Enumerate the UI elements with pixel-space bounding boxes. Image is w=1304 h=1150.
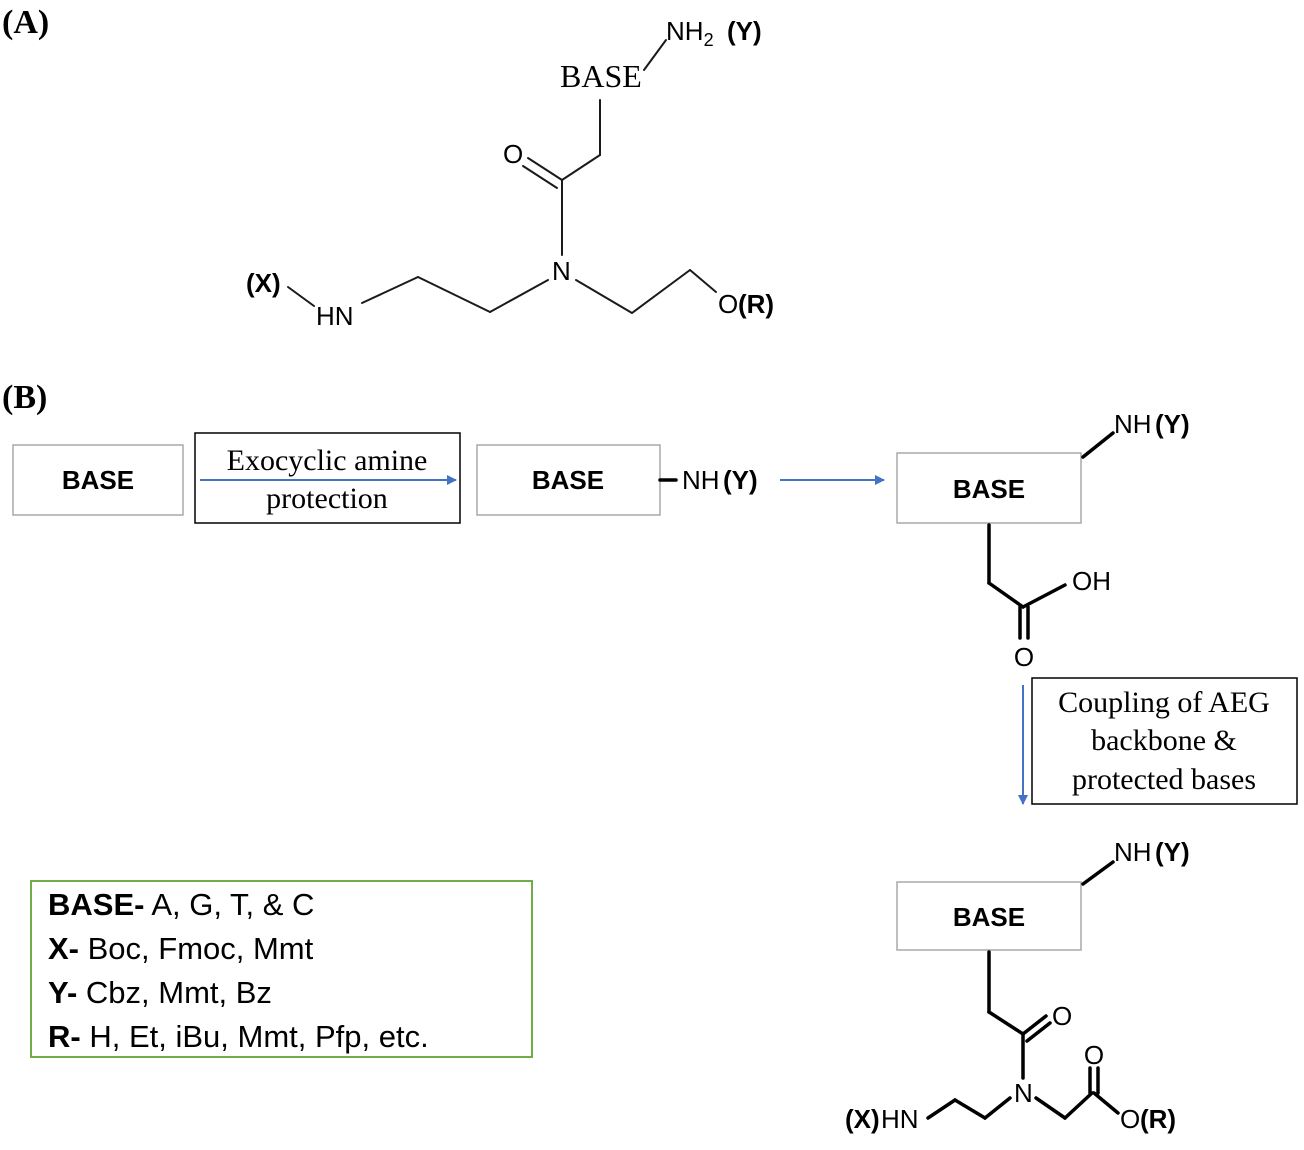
- bond-ch2-cooh: [987, 581, 1025, 609]
- bond-ch2d-o: [689, 269, 717, 293]
- bond-box3-nh: [1081, 431, 1115, 459]
- structure-a: BASE NH2 (Y) O N HN (X) O (R): [246, 16, 774, 331]
- step1-label-box: [194, 432, 461, 524]
- step3-label-line1: Coupling of AEG: [1058, 686, 1270, 719]
- bond-ch2-co: [561, 154, 601, 181]
- box4-y: (Y): [1155, 837, 1190, 867]
- bond-n-ch2c-final: [1034, 1096, 1067, 1120]
- structure-a-x: (X): [246, 268, 281, 298]
- step1-label-line2: protection: [266, 482, 388, 515]
- final-o2: O: [1084, 1040, 1104, 1070]
- base-box-3-label: BASE: [953, 474, 1025, 504]
- legend: BASE- A, G, T, & C X- Boc, Fmoc, Mmt Y- …: [30, 880, 533, 1058]
- box3-nh: NH: [1114, 409, 1152, 439]
- base-box-1: [12, 444, 184, 516]
- panel-label-b: (B): [2, 379, 47, 416]
- bond-n-ch2a: [489, 279, 549, 313]
- base-box-2: [476, 444, 661, 516]
- bond-n-ch2a-final: [983, 1096, 1012, 1120]
- box4-nh: NH: [1114, 837, 1152, 867]
- box3-y: (Y): [1155, 409, 1190, 439]
- panel-label-a: (A): [2, 4, 49, 41]
- bond-co-o: [527, 157, 563, 181]
- base-box-3: [896, 452, 1082, 524]
- bond-ch2-co-final: [987, 1010, 1025, 1036]
- box2-y: (Y): [723, 465, 758, 495]
- step3-label-box: [1031, 677, 1298, 805]
- final-n: N: [1014, 1078, 1033, 1108]
- step3-label-line2: backbone &: [1091, 724, 1237, 757]
- bond-ch2b-hn: [361, 276, 419, 304]
- bond-co-o-final: [1021, 1014, 1048, 1036]
- bond-n-ch2c: [575, 279, 633, 314]
- bond-hn-x: [287, 286, 315, 307]
- legend-row-base: BASE- A, G, T, & C: [48, 887, 314, 922]
- legend-row-y: Y- Cbz, Mmt, Bz: [48, 975, 272, 1010]
- structure-a-r: (R): [738, 289, 774, 319]
- scheme-b: BASE Exocyclic amine protection BASE NH …: [12, 409, 1298, 1134]
- base-box-4: [896, 881, 1082, 951]
- legend-box: [30, 880, 533, 1058]
- structure-a-y: (Y): [727, 16, 762, 46]
- legend-row-x: X- Boc, Fmoc, Mmt: [48, 931, 314, 966]
- base-box-4-label: BASE: [953, 902, 1025, 932]
- final-x: (X): [845, 1104, 880, 1134]
- base-box-2-label: BASE: [532, 465, 604, 495]
- bond-base-nh2: [643, 39, 667, 71]
- base-box-1-label: BASE: [62, 465, 134, 495]
- structure-a-o: O: [503, 139, 523, 169]
- structure-a-o-r: O: [718, 289, 738, 319]
- final-hn: HN: [881, 1104, 919, 1134]
- step1-label-line1: Exocyclic amine: [227, 444, 428, 477]
- bond-ch2b-hn-final: [926, 1098, 957, 1120]
- bond-ch2a-ch2b: [417, 276, 491, 313]
- final-or-o: O: [1120, 1104, 1140, 1134]
- bond-box4-nh: [1081, 860, 1115, 886]
- box3-oh: OH: [1072, 566, 1111, 596]
- bond-ch2c-coo-final: [1063, 1091, 1094, 1120]
- legend-row-r: R- H, Et, iBu, Mmt, Pfp, etc.: [48, 1019, 429, 1054]
- bond-ch2a-ch2b-final: [953, 1098, 987, 1120]
- box3-o: O: [1014, 642, 1034, 672]
- bond-ch2c-ch2d: [631, 269, 691, 314]
- structure-a-hn: HN: [316, 301, 354, 331]
- final-or-r: (R): [1140, 1104, 1176, 1134]
- structure-a-base: BASE: [560, 58, 642, 94]
- bond-coo-or-final: [1092, 1091, 1120, 1115]
- bond-co-o-final-double: [1025, 1021, 1052, 1043]
- bond-cooh-oh: [1021, 583, 1067, 609]
- step3-label-line3: protected bases: [1072, 763, 1256, 796]
- bond-co-o-double: [522, 165, 558, 189]
- box2-nh: NH: [682, 465, 720, 495]
- final-o1: O: [1052, 1001, 1072, 1031]
- structure-a-n: N: [552, 256, 571, 286]
- structure-a-nh2: NH2: [666, 16, 714, 50]
